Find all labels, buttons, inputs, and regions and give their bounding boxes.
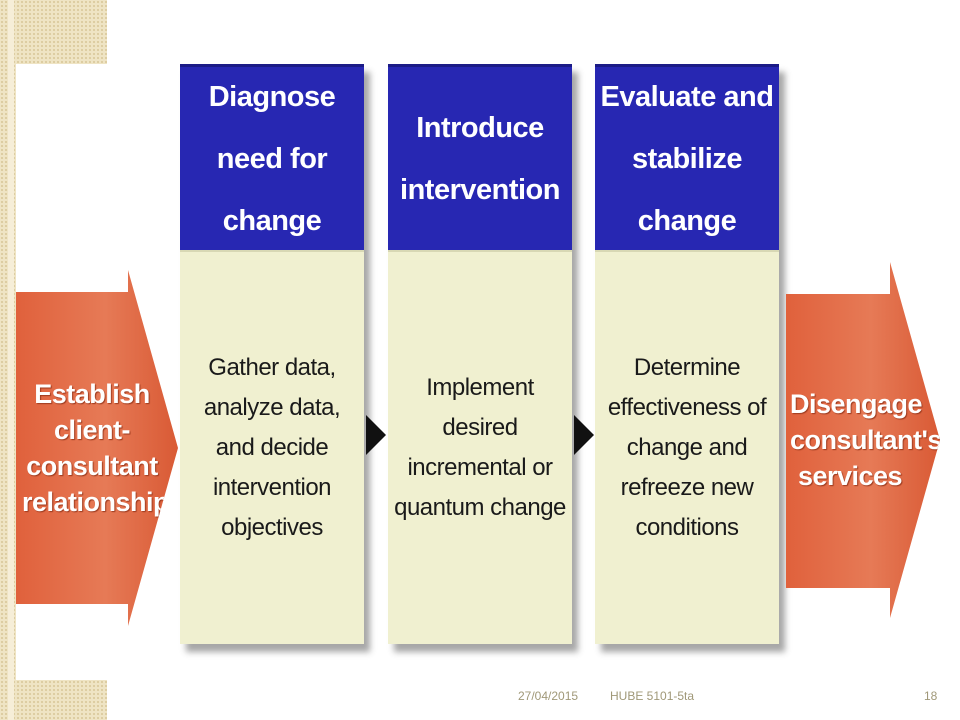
stage-description: Gather data, analyze data, and decide in… (203, 354, 341, 541)
end-arrow-label: Disengage consultant's services (790, 389, 942, 491)
stage-header: Evaluate and stabilize change (595, 64, 779, 250)
stage-header: Introduce intervention (388, 64, 572, 250)
stage-title: Diagnose need for change (208, 80, 336, 237)
stage-evaluate: Evaluate and stabilize change Determine … (595, 64, 779, 644)
footer-date: 27/04/2015 (518, 689, 579, 703)
stage-description: Determine effectiveness of change and re… (607, 354, 767, 541)
stage-body: Implement desired incremental or quantum… (388, 250, 572, 644)
footer-page-number: 18 (924, 689, 938, 703)
stage-body: Gather data, analyze data, and decide in… (180, 250, 364, 644)
stage-title: Introduce intervention (400, 111, 560, 206)
stage-header: Diagnose need for change (180, 64, 364, 250)
footer-course: HUBE 5101-5ta (610, 689, 695, 703)
start-arrow-label: Establish client-consultant relationship (22, 379, 170, 517)
stage-diagnose: Diagnose need for change Gather data, an… (180, 64, 364, 644)
connector-arrow-icon (574, 415, 594, 455)
decorative-stripe (8, 0, 14, 720)
connector-arrow-icon (366, 415, 386, 455)
stage-intervention: Introduce intervention Implement desired… (388, 64, 572, 644)
stage-title: Evaluate and stabilize change (600, 80, 774, 237)
stage-description: Implement desired incremental or quantum… (394, 374, 566, 521)
stage-body: Determine effectiveness of change and re… (595, 250, 779, 644)
